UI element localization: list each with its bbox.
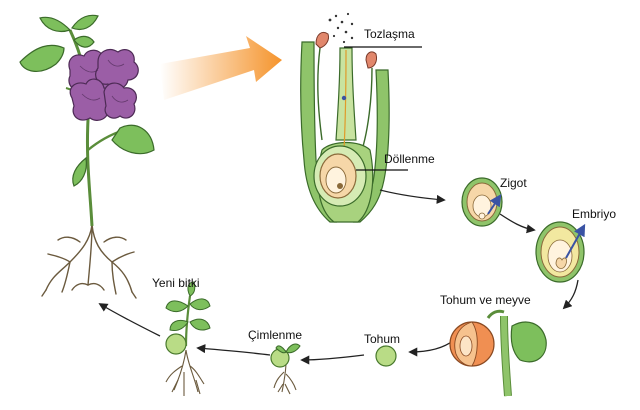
arrow-to-germination bbox=[300, 354, 365, 365]
embryo-pointer-icon bbox=[565, 223, 586, 259]
leaf-top bbox=[39, 16, 72, 33]
orange-gradient-arrow-icon bbox=[160, 36, 282, 100]
label-pollination: Tozlaşma bbox=[364, 27, 415, 41]
arrow-to-fruit bbox=[562, 279, 579, 310]
germination-diagram bbox=[270, 343, 301, 395]
arrow-to-zygote bbox=[379, 189, 446, 204]
label-zygote: Zigot bbox=[500, 176, 527, 190]
label-new-plant: Yeni bitki bbox=[152, 276, 200, 290]
label-seed: Tohum bbox=[364, 332, 401, 346]
zygote-pointer-icon bbox=[487, 194, 502, 215]
leaf-left bbox=[19, 44, 65, 72]
new-plant-diagram bbox=[165, 281, 211, 396]
arrow-to-seed bbox=[408, 339, 455, 357]
arrow-to-embryo bbox=[499, 213, 536, 234]
label-germination: Çimlenme bbox=[248, 328, 303, 342]
seed-diagram bbox=[375, 345, 397, 367]
parent-plant-roots bbox=[41, 224, 137, 299]
parent-plant bbox=[19, 14, 155, 299]
zygote-diagram bbox=[461, 177, 503, 227]
arrow-to-new-plant bbox=[196, 344, 271, 356]
fruit-leaf bbox=[510, 321, 547, 363]
label-seed-and-fruit: Tohum ve meyve bbox=[440, 293, 531, 307]
flower-cross-section bbox=[300, 12, 390, 223]
arrow-to-parent bbox=[98, 303, 161, 337]
cycle-arrows bbox=[98, 189, 579, 365]
embryo-diagram bbox=[535, 221, 586, 283]
fruit-diagram bbox=[449, 309, 547, 397]
leaf-right bbox=[111, 124, 155, 155]
label-fertilization: Döllenme bbox=[384, 152, 435, 166]
label-embryo: Embriyo bbox=[572, 207, 617, 221]
parent-plant-flowers bbox=[68, 49, 139, 121]
pollen-grains bbox=[328, 12, 354, 44]
